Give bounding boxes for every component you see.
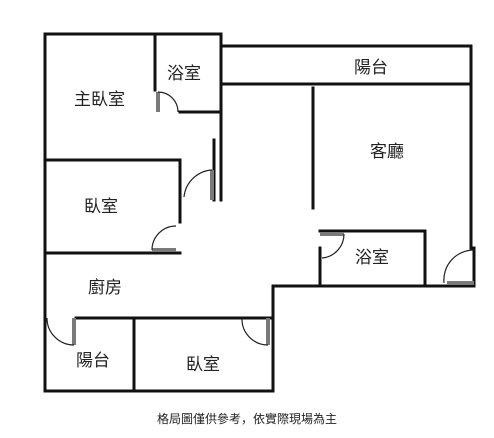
door-bedroom-1: [151, 225, 177, 252]
door-bathroom-2: [320, 232, 345, 259]
door-entrance: [443, 249, 475, 285]
door-master-bedroom: [156, 91, 179, 113]
label-bedroom-2: 臥室: [186, 355, 220, 375]
label-balcony-1: 陽台: [354, 58, 388, 78]
door-balcony-2: [46, 317, 76, 346]
doors: [46, 91, 475, 346]
walls: [43, 32, 476, 393]
label-bathroom-1: 浴室: [167, 64, 201, 84]
plan-disclaimer-caption: 格局圖僅供參考，依實際現場為主: [157, 411, 337, 426]
label-master-bedroom: 主臥室: [74, 90, 125, 110]
label-kitchen: 廚房: [88, 277, 122, 298]
label-balcony-2: 陽台: [76, 351, 110, 371]
label-living-room: 客廳: [370, 142, 404, 162]
door-hallway: [183, 169, 214, 200]
door-bedroom-2: [241, 317, 270, 346]
label-bedroom-1: 臥室: [84, 197, 118, 217]
label-bathroom-2: 浴室: [355, 248, 389, 268]
